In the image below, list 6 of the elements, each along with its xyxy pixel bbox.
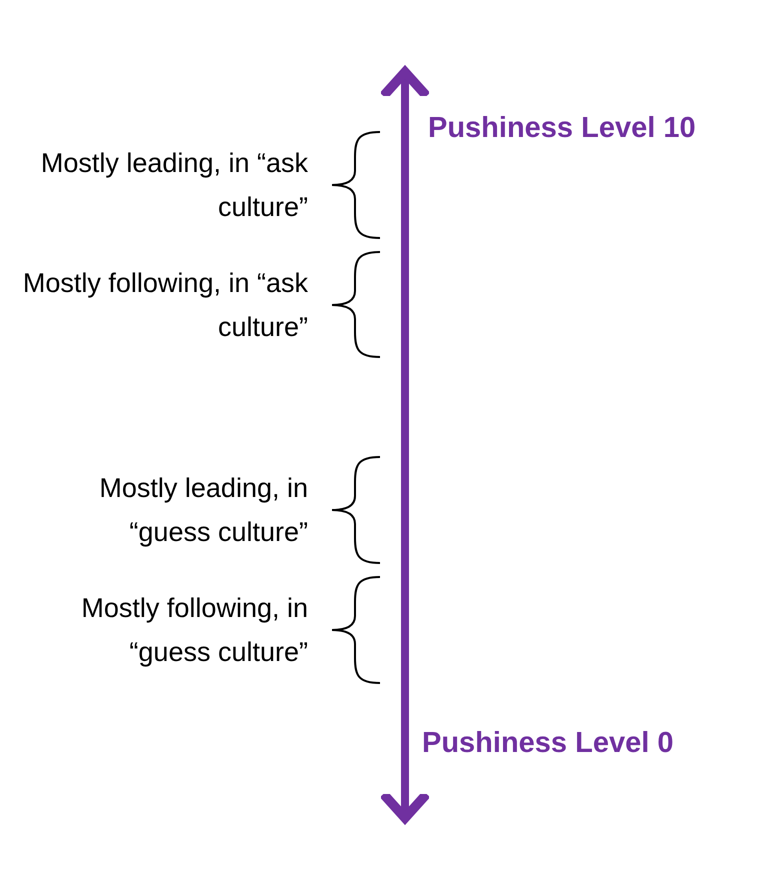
range-label: Mostly leading, in “guess culture” [98,472,308,549]
range-label: Mostly following, in “guess culture” [80,592,308,669]
scale-end-label: Pushiness Level 0 [422,727,674,760]
range-label: Mostly following, in “ask culture” [22,267,308,344]
scale-end-label: Pushiness Level 10 [428,112,696,145]
range-label: Mostly leading, in “ask culture” [40,147,308,224]
